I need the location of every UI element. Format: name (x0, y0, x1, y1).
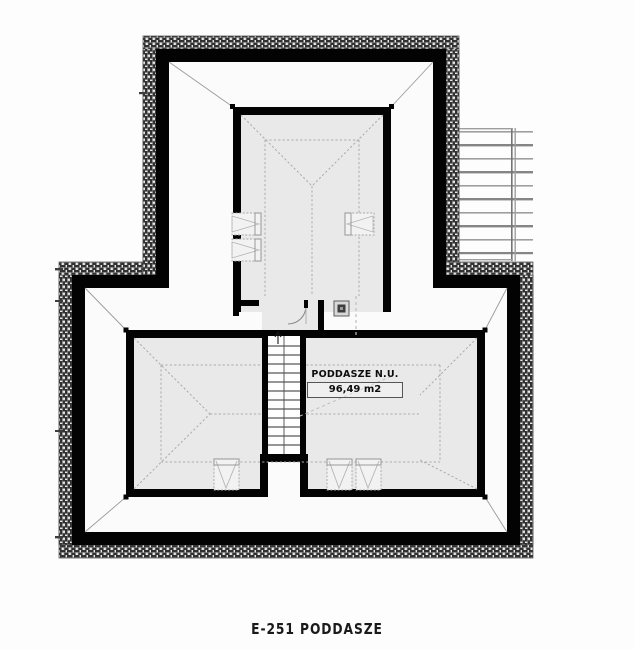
stair-wall-left (262, 330, 268, 460)
upper-roof-lines (240, 114, 384, 304)
dormer-bottom-left (213, 458, 240, 491)
stair-wall-right (300, 330, 306, 460)
corner-node-br (482, 327, 488, 333)
lower-eave-lines (84, 287, 508, 533)
label-leader (299, 375, 393, 417)
dormer-group-left (231, 212, 262, 262)
corner-node-br2 (482, 494, 488, 500)
room-name: PODDASZE N.U. (311, 369, 399, 380)
room-area: 96,49 m2 (307, 382, 403, 398)
room-label: PODDASZE N.U. 96,49 m2 (307, 369, 403, 398)
dormer-bottom-right-a (326, 458, 353, 491)
hall-connector (241, 296, 383, 308)
stair-up-arrow (274, 330, 282, 344)
chimney-flue (333, 300, 350, 317)
dormer-bottom-right-b (355, 458, 382, 491)
corner-node-bl2 (123, 494, 129, 500)
stair-wall-bottom (262, 454, 306, 461)
lower-roof-lines (133, 337, 478, 490)
outer-wall-insulation-hatch (55, 35, 534, 559)
plan-caption: E-251 PODDASZE (251, 620, 383, 638)
stair-hall-walls (233, 300, 324, 332)
upper-eave-lines (168, 61, 434, 108)
corner-node-tl (230, 104, 235, 109)
corner-node-bl (123, 327, 129, 333)
door-swing (287, 300, 308, 325)
corner-node-tr (389, 104, 394, 109)
dormer-right-upper (344, 212, 375, 236)
pergola-joists (455, 128, 533, 261)
staircase (262, 330, 306, 461)
